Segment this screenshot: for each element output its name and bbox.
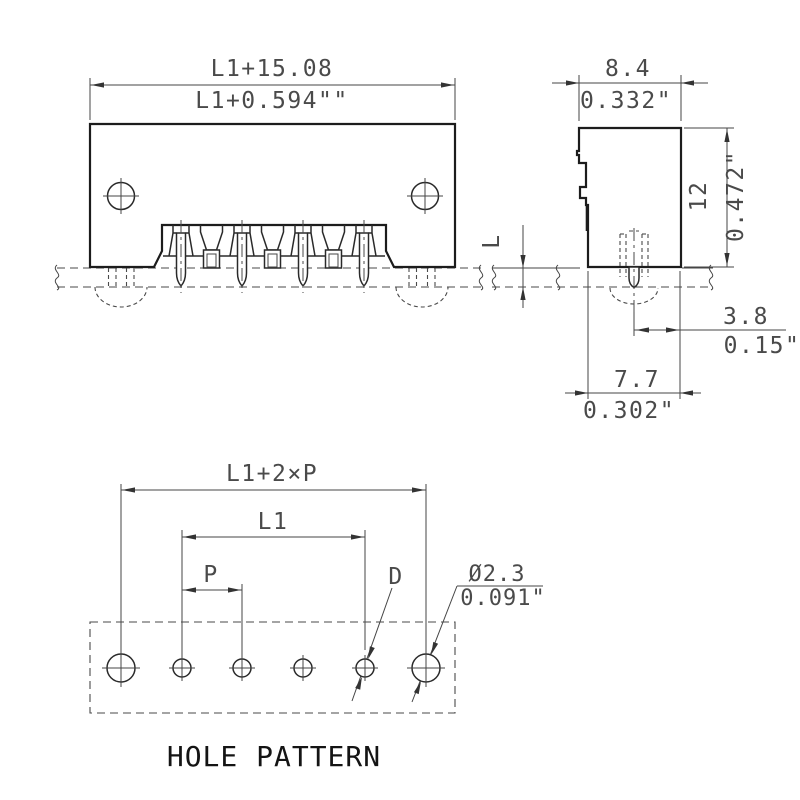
dim-board-thickness-label: L [479, 233, 505, 248]
dim-board-thickness: L [479, 225, 526, 308]
hole-pattern-title: HOLE PATTERN [167, 740, 381, 773]
board-break-icon [491, 264, 497, 291]
mounting-peg-right [395, 268, 449, 308]
dim-hole-dia-mm: Ø2.3 [469, 562, 526, 587]
dim-side-height: 12 0.472" [684, 127, 749, 268]
dim-base: 7.7 0.302" [565, 271, 701, 424]
dim-pitch-label: P [203, 562, 218, 588]
dim-side-width-mm: 8.4 [605, 56, 651, 82]
solder-tabs [202, 249, 343, 269]
dim-side-width-in: 0.332" [580, 88, 672, 114]
board-break-icon [708, 264, 714, 291]
dim-side-height-mm: 12 [686, 181, 712, 212]
dim-side-height-in: 0.472" [723, 150, 749, 242]
dim-hole-dia-in: 0.091" [460, 586, 545, 611]
dim-front-width-in: L1+0.594"" [195, 88, 348, 114]
dim-hole-d-leader: D [351, 564, 403, 702]
extension-lines [120, 484, 427, 656]
holes-row [102, 649, 445, 687]
dim-l1-label: L1 [258, 509, 289, 535]
dim-front-width-mm: L1+15.08 [211, 56, 334, 82]
dim-hole-dia-leader: Ø2.3 0.091" [411, 562, 545, 703]
dim-l1-span: L1 [182, 509, 365, 540]
connector-body-front [88, 122, 457, 269]
dim-pin-offset-in: 0.15" [724, 333, 800, 359]
board-break-icon [54, 264, 60, 291]
dim-front-width: L1+15.08 L1+0.594"" [89, 56, 456, 120]
mounting-peg-left [94, 268, 148, 308]
centermark-icon [103, 178, 139, 214]
dim-total-span: L1+2×P [121, 461, 426, 493]
side-view: 8.4 0.332" 12 0.472" L 3.8 [479, 56, 800, 424]
dim-pin-offset: 3.8 0.15" [633, 271, 800, 399]
dim-base-mm: 7.7 [614, 367, 660, 393]
board-outline-dashed [89, 621, 456, 714]
solder-pins [175, 220, 370, 293]
dim-side-width: 8.4 0.332" [552, 56, 708, 121]
board-break-icon [555, 264, 561, 291]
board-break-icon [478, 264, 484, 291]
hole-pattern: L1+2×P L1 P D Ø2.3 [89, 461, 545, 773]
connector-body-side [575, 126, 683, 269]
dim-total-span-label: L1+2×P [226, 461, 318, 487]
dim-pitch-span: P [182, 562, 242, 593]
dim-hole-d-label: D [388, 564, 403, 590]
front-view: L1+15.08 L1+0.594"" [54, 56, 484, 308]
centermark-icon [407, 178, 443, 214]
dim-pin-offset-mm: 3.8 [723, 304, 769, 330]
dim-base-in: 0.302" [583, 398, 675, 424]
